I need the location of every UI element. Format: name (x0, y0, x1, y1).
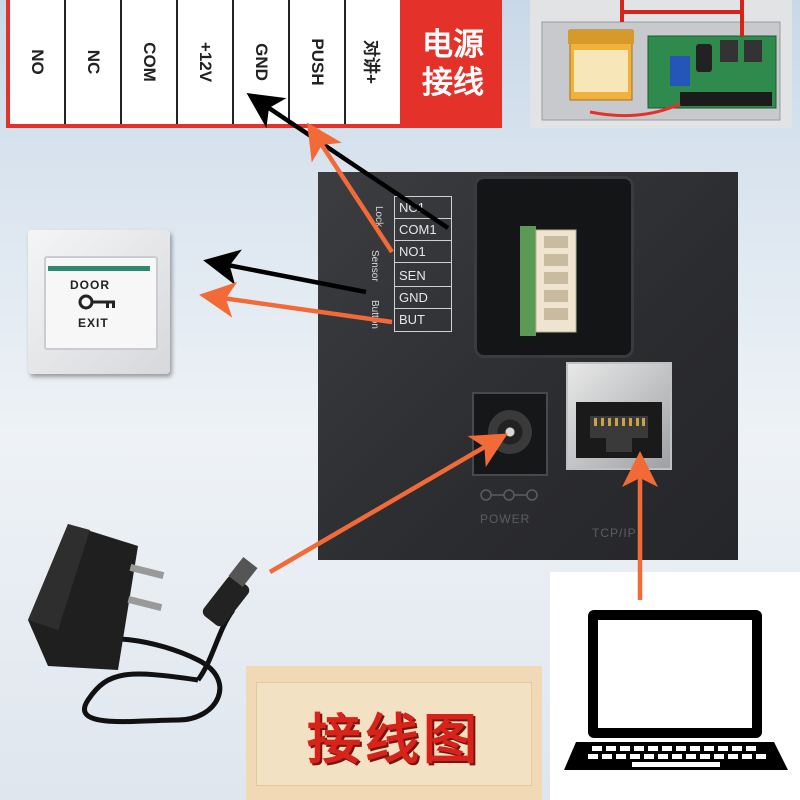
power-wiring-title: 电源 接线 (404, 0, 502, 128)
label-com1: COM1 (395, 219, 451, 241)
group-label-sensor: Sensor (369, 250, 380, 282)
power-title-line1: 电源 (422, 27, 484, 63)
terminal-nc: NC (66, 0, 122, 124)
group-label-lock: Lock (373, 206, 384, 228)
power-title-line2: 接线 (422, 65, 484, 101)
polarity-icon (478, 488, 540, 506)
terminal-com: COM (122, 0, 178, 124)
key-icon (78, 294, 122, 315)
label-sen: SEN (395, 265, 451, 287)
terminal-intercom: 对讲+ (361, 40, 381, 84)
rj45-port-socket (576, 402, 662, 458)
power-supply-terminal-strip: NO NC COM +12V GND PUSH 对讲+ (6, 0, 404, 128)
device-terminal-labels: NC1 COM1 NO1 SEN GND BUT (394, 196, 452, 332)
label-but: BUT (399, 312, 425, 327)
power-board-drawing (530, 0, 792, 128)
dc-power-jack-socket (488, 410, 532, 454)
terminal-gnd: GND (234, 0, 290, 124)
exit-button-line1: DOOR (70, 278, 110, 292)
group-label-button: Button (369, 300, 380, 329)
power-adapter-image (8, 520, 278, 742)
tcpip-label: TCP/IP (592, 526, 637, 540)
terminal-no: NO (10, 0, 66, 124)
power-board-image (530, 0, 792, 128)
label-nc1: NC1 (395, 197, 451, 219)
terminal-connector (516, 222, 580, 340)
exit-button-line2: EXIT (78, 316, 109, 330)
wiring-diagram-title: 接线图 (307, 707, 481, 771)
exit-button-indicator (48, 266, 150, 271)
laptop-icon (562, 604, 790, 785)
wiring-diagram-banner-inner: 接线图 (256, 682, 532, 786)
label-gnd: GND (395, 287, 451, 309)
terminal-12v: +12V (178, 0, 234, 124)
power-label: POWER (480, 512, 531, 526)
label-no1: NO1 (395, 241, 451, 263)
terminal-push: PUSH (290, 0, 346, 124)
